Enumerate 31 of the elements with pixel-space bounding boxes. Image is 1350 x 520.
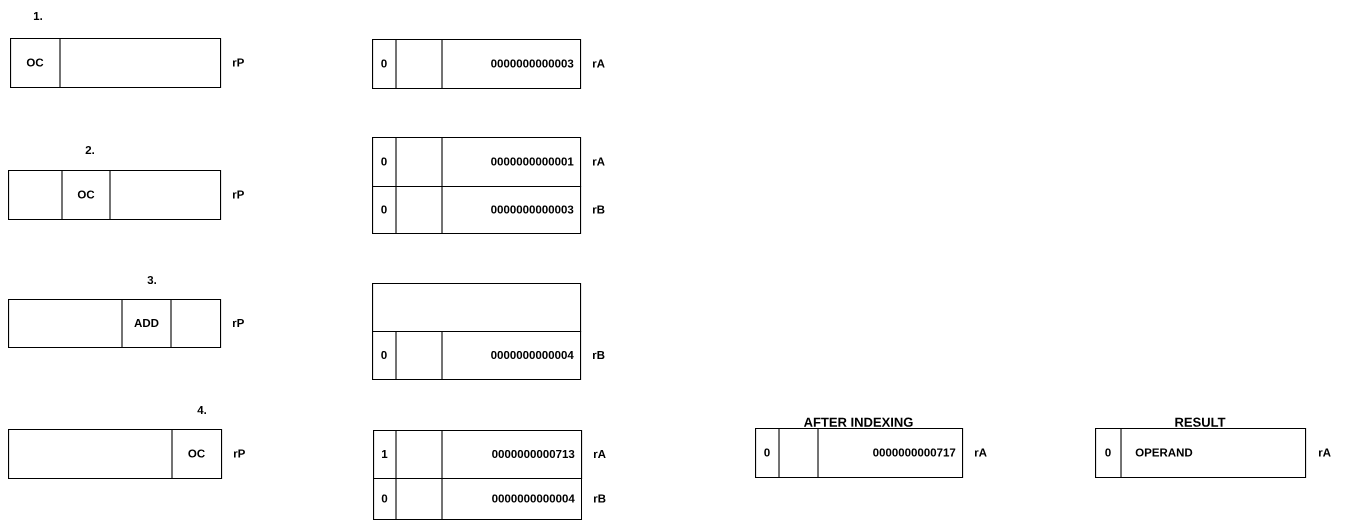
step-number: 3. [147,275,156,285]
register-box: 0 0000000000003 [372,38,582,90]
register-box: OC [10,37,222,89]
register-box: 0 0000000000004 [373,477,583,520]
register-name: rP [232,58,244,67]
register-name: rA [592,59,605,68]
step-number: 4. [197,406,206,414]
register-name: rB [593,494,606,503]
register-name: rA [593,450,606,458]
register-box: 0 0000000000001 [372,136,582,188]
register-box: OC [8,169,222,221]
register-box: 0 0000000000003 [372,185,582,235]
register-box: ADD [8,298,222,349]
register-name: rA [974,448,987,457]
register-box: AFTER INDEXING 0 0000000000717 [755,417,964,479]
register-name: rB [592,351,605,359]
step-number: 1. [33,12,42,20]
step-number: 2. [85,146,94,154]
register-name: rP [233,449,245,458]
register-name: rP [232,190,244,199]
node-label: RESULT [1175,417,1226,427]
register-name: rP [232,319,244,327]
register-box: RESULT 0 OPERAND [1095,417,1307,479]
register-box: 0 0000000000004 [372,330,582,381]
empty-register-box [372,283,582,333]
register-name: rA [1318,448,1331,457]
register-name: rA [592,157,605,166]
register-box: 1 0000000000713 [373,429,583,480]
register-name: rB [592,205,605,214]
node-label: AFTER INDEXING [803,417,913,427]
register-box: OC [8,428,223,480]
